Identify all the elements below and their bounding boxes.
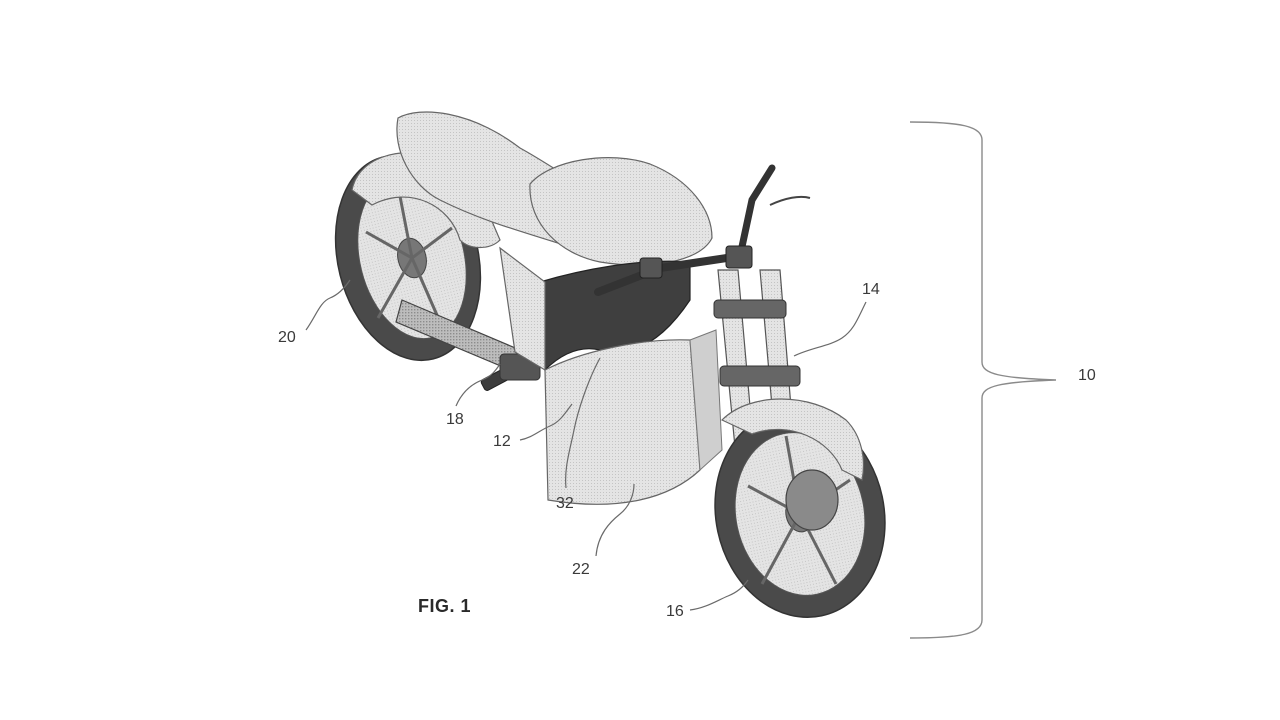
ref-label-10: 10 xyxy=(1078,367,1096,384)
tank-drawing xyxy=(529,157,713,266)
ref-label-32: 32 xyxy=(556,495,574,512)
leader-16 xyxy=(689,579,749,611)
ref-label-14: 14 xyxy=(862,281,880,298)
side-panel-drawing xyxy=(539,260,691,372)
leader-20 xyxy=(305,279,351,331)
leader-12 xyxy=(519,403,573,441)
ref-label-16: 16 xyxy=(666,603,684,620)
motorcycle-drawing xyxy=(334,111,886,618)
battery-housing-drawing xyxy=(544,339,701,505)
ref-label-20: 20 xyxy=(278,329,296,346)
front-fender-drawing xyxy=(720,398,865,481)
leader-32 xyxy=(565,357,601,489)
front-wheel-drawing xyxy=(714,410,886,618)
leader-14 xyxy=(793,301,867,357)
leader-lines xyxy=(305,279,867,611)
leader-18 xyxy=(455,363,501,407)
figure-caption: FIG. 1 xyxy=(418,596,472,616)
assembly-bracket xyxy=(909,121,1057,639)
ref-label-18: 18 xyxy=(446,411,464,428)
leader-22 xyxy=(595,483,635,557)
handlebar-drawing xyxy=(594,164,811,296)
ref-label-12: 12 xyxy=(493,433,511,450)
ref-label-22: 22 xyxy=(572,561,590,578)
